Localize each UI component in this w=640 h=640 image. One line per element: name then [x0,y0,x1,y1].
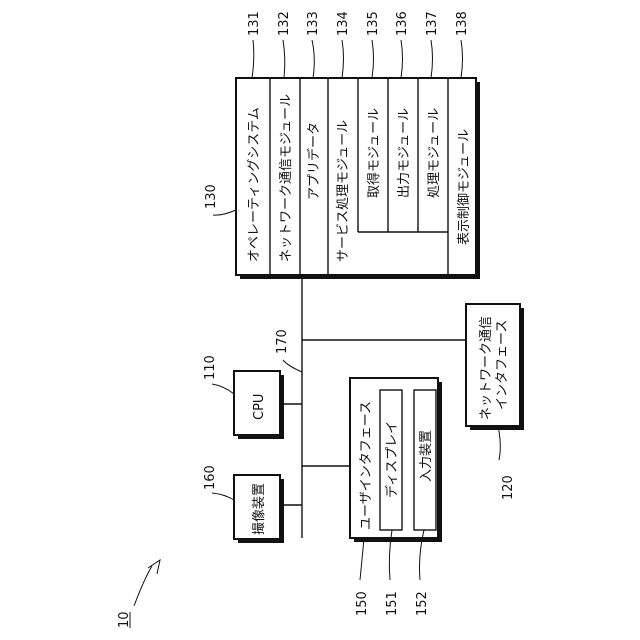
network-interface-label-line1: ネットワーク通信 [479,316,494,420]
user-interface-block: ユーザインタフェース ディスプレイ 入力装置 [350,378,442,542]
ref-138: 138 [455,11,470,36]
network-module-label: ネットワーク通信モジュール [279,94,294,262]
system-reference: 10 [117,560,160,628]
output-module-label: 出力モジュール [397,108,412,198]
memory-block: オペレーティングシステム ネットワーク通信モジュール アプリデータ サービス処理… [236,78,480,279]
ref-137: 137 [425,11,440,36]
display-control-module-label: 表示制御モジュール [457,129,472,245]
camera-label: 撮像装置 [251,483,267,535]
memory-reference-numbers: 131 132 133 134 135 136 137 138 [247,11,470,78]
camera-block: 撮像装置 [234,475,284,543]
ref-131: 131 [247,11,262,36]
ref-150: 150 [355,591,370,616]
network-interface-label-line2: インタフェース [495,320,510,410]
ref-133: 133 [306,11,321,36]
ref-170: 170 [275,329,290,354]
ref-120: 120 [501,475,516,500]
ref-136: 136 [395,11,410,36]
service-module-label: サービス処理モジュール [336,120,351,262]
ref-152: 152 [415,591,430,616]
process-module-label: 処理モジュール [427,108,442,198]
cpu-label: CPU [252,394,267,420]
ref-132: 132 [277,11,292,36]
ref-134: 134 [336,11,351,36]
ref-151: 151 [385,591,400,616]
ref-110: 110 [203,355,218,380]
network-interface-block: ネットワーク通信 インタフェース [466,304,524,430]
ref-135: 135 [366,11,381,36]
ref-160: 160 [203,465,218,490]
input-device-label: 入力装置 [419,430,434,482]
ref-130: 130 [204,184,219,209]
app-data-label: アプリデータ [306,122,322,200]
acquire-module-label: 取得モジュール [366,108,382,198]
user-interface-label: ユーザインタフェース [359,401,374,530]
cpu-block: CPU [234,371,284,439]
display-label: ディスプレイ [384,421,400,498]
os-label: オペレーティングシステム [247,107,262,262]
